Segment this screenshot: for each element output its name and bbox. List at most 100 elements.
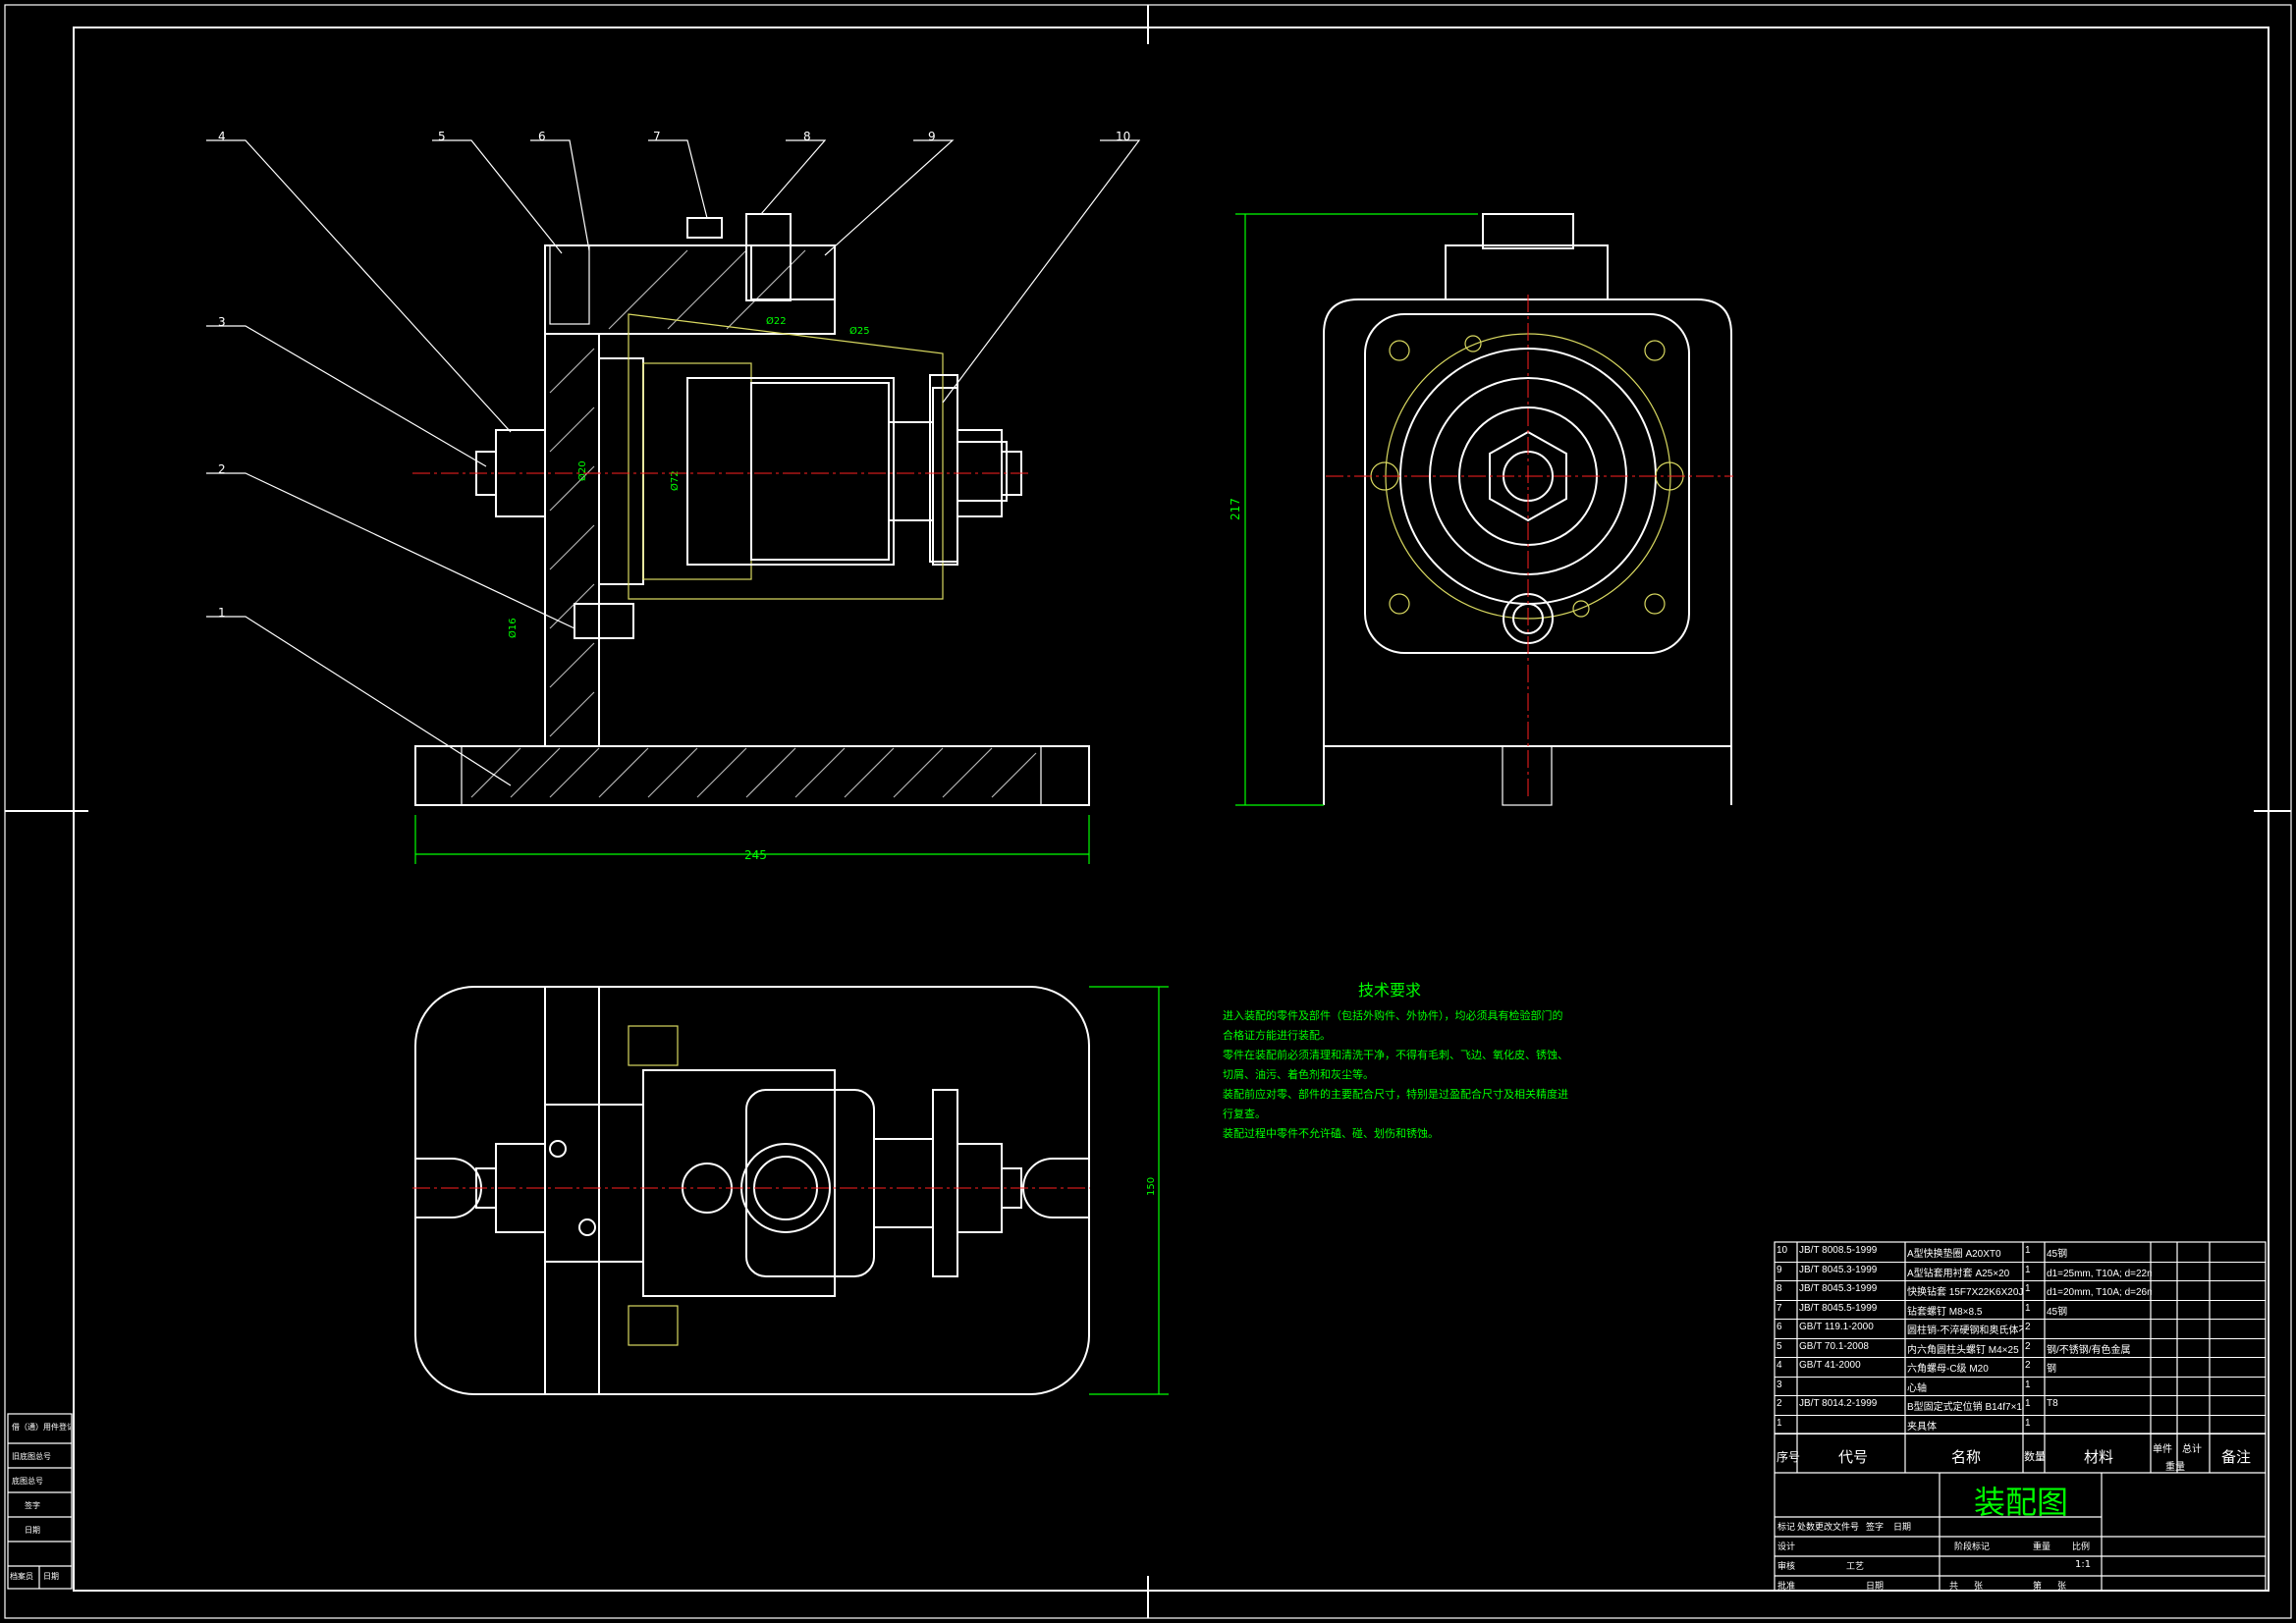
front-width-dim: 245 — [744, 848, 767, 862]
title-block-label: 第 — [2033, 1582, 2043, 1592]
bom-row: 7 JB/T 8045.5-1999 钻套螺钉 M8×8.5 1 45钢 — [1775, 1300, 2266, 1320]
bom-cell: JB/T 8014.2-1999 — [1799, 1398, 1878, 1409]
title-block-label: 张 — [1974, 1582, 1984, 1592]
left-strip-label: 日期 — [43, 1572, 59, 1581]
bom-row: 5 GB/T 70.1-2008 内六角圆柱头螺钉 M4×25 2 钢/不锈钢/有色金属 — [1775, 1338, 2266, 1358]
bom-cell: 圆柱销-不淬硬钢和奥氏体不锈钢 4X20 — [1907, 1325, 2023, 1336]
bom-cell: GB/T 41-2000 — [1799, 1360, 1861, 1371]
title-block-label: 处数 — [1797, 1523, 1816, 1533]
title-block-label: 日期 — [1866, 1582, 1885, 1592]
dim-d5: Ø16 — [507, 618, 519, 638]
left-strip-label: 借（通）用件登记 — [12, 1423, 71, 1432]
bom-cell: 夹具体 — [1907, 1421, 1937, 1433]
left-strip — [7, 1413, 73, 1590]
top-view: 150 — [412, 986, 1169, 1395]
tech-req-title: 技术要求 — [1357, 981, 1421, 1000]
bom-cell: JB/T 8045.5-1999 — [1799, 1302, 1878, 1314]
bom-cell: 六角螺母-C级 M20 — [1907, 1364, 1989, 1375]
bom-row: 8 JB/T 8045.3-1999 快换钻套 15F7X22K6X20JB/T80… — [1775, 1280, 2266, 1301]
bom-cell: B型固定式定位销 B14f7×14 — [1907, 1402, 2023, 1413]
balloon-10: 10 — [1116, 130, 1130, 143]
bom-row: 6 GB/T 119.1-2000 圆柱销-不淬硬钢和奥氏体不锈钢 4X202 — [1775, 1319, 2266, 1339]
balloon-leaders — [206, 139, 1141, 786]
bom-cell: A型钻套用衬套 A25×20 — [1907, 1268, 2010, 1279]
balloon-1: 1 — [218, 606, 226, 620]
bom-cell: 2 — [2025, 1322, 2031, 1332]
dim-d1: Ø20 — [576, 460, 588, 481]
bom-cell: 8 — [1777, 1283, 1782, 1294]
bom-cell: 2 — [1777, 1398, 1782, 1409]
title-block-label: 签字 — [1866, 1523, 1885, 1533]
bom-header-unit: 单件 — [2153, 1444, 2172, 1455]
balloon-3: 3 — [218, 315, 226, 329]
left-strip-label: 日期 — [25, 1526, 40, 1535]
bom-cell: 5 — [1777, 1340, 1782, 1352]
title-block-label: 批准 — [1777, 1582, 1796, 1592]
dim-d2: Ø22 — [766, 315, 787, 327]
tech-requirements: 技术要求 进入装配的零件及部件（包括外购件、外协件），均必须具有检验部门的 合格… — [1223, 977, 1568, 1144]
top-height-dim: 150 — [1146, 1177, 1157, 1196]
left-strip-label: 签字 — [25, 1501, 40, 1510]
tech-req-line: 合格证方能进行装配。 — [1223, 1029, 1331, 1042]
tech-req-line: 装配过程中零件不允许磕、碰、划伤和锈蚀。 — [1223, 1127, 1439, 1140]
bom-cell: 心轴 — [1907, 1382, 1927, 1394]
tech-req-line: 行复查。 — [1223, 1108, 1266, 1120]
bom-header-weight: 重量 — [2165, 1462, 2185, 1473]
balloon-5: 5 — [438, 130, 446, 143]
bom-cell: 2 — [2025, 1360, 2031, 1371]
dim-d4: Ø72 — [669, 470, 681, 491]
drawing-scale: 1:1 — [2075, 1559, 2092, 1570]
bom-cell: A型快换垫圈 A20XT0 — [1907, 1249, 2001, 1260]
bom-cell: 内六角圆柱头螺钉 M4×25 — [1907, 1344, 2019, 1356]
title-block-label: 比例 — [2072, 1542, 2091, 1552]
bom-cell: 45钢 — [2047, 1249, 2068, 1260]
bom-cell: GB/T 119.1-2000 — [1799, 1322, 1874, 1332]
balloon-4: 4 — [218, 130, 226, 143]
bom-header-code: 代号 — [1838, 1448, 1869, 1466]
balloon-9: 9 — [928, 130, 936, 143]
title-block-label: 日期 — [1893, 1523, 1912, 1533]
bom-cell: 7 — [1777, 1302, 1782, 1314]
side-view: 217 — [1229, 213, 1733, 806]
bom-cell: 1 — [2025, 1379, 2031, 1390]
bom-cell: 10 — [1777, 1245, 1788, 1256]
left-strip-label: 档案员 — [10, 1572, 33, 1581]
bom-cell: 钻套螺钉 M8×8.5 — [1907, 1306, 1983, 1318]
bom-header: 序号 代号 名称 数量 材料 单件 总计 重量 备注 — [1775, 1438, 2266, 1473]
bom-cell: 9 — [1777, 1264, 1782, 1275]
title-block-label: 更改文件号 — [1815, 1523, 1860, 1533]
bom-cell: 6 — [1777, 1322, 1782, 1332]
bom-cell: 1 — [2025, 1398, 2031, 1409]
bom-cell: T8 — [2047, 1398, 2058, 1409]
bom-cell: d1=25mm, T10A; d=22mm, 20钢 — [2047, 1268, 2152, 1279]
bom-cell: 1 — [1777, 1417, 1782, 1429]
bom-cell: 45钢 — [2047, 1306, 2068, 1318]
bom-cell: 钢 — [2047, 1364, 2056, 1375]
bom-cell: JB/T 8045.3-1999 — [1799, 1283, 1878, 1294]
bom-cell: 钢/不锈钢/有色金属 — [2047, 1344, 2131, 1356]
title-block-label: 标记 — [1777, 1523, 1796, 1533]
bom-cell: 1 — [2025, 1283, 2031, 1294]
bom-cell: 1 — [2025, 1417, 2031, 1429]
title-block-label: 重量 — [2033, 1542, 2051, 1552]
title-block-label: 工艺 — [1846, 1562, 1865, 1572]
bom-cell: 1 — [2025, 1245, 2031, 1256]
side-height-dim: 217 — [1229, 498, 1242, 520]
bom-cell: JB/T 8045.3-1999 — [1799, 1264, 1878, 1275]
bom-header-material: 材料 — [2084, 1448, 2114, 1466]
bom-cell: 1 — [2025, 1302, 2031, 1314]
bom-header-qty: 数量 — [2024, 1450, 2046, 1463]
bom-header-name: 名称 — [1951, 1448, 1982, 1466]
bom-cell: GB/T 70.1-2008 — [1799, 1340, 1869, 1352]
left-strip-label: 底图总号 — [12, 1477, 43, 1486]
title-block-label: 共 — [1949, 1582, 1959, 1592]
tech-req-line: 装配前应对零、部件的主要配合尺寸，特别是过盈配合尺寸及相关精度进 — [1223, 1088, 1568, 1101]
balloon-6: 6 — [538, 130, 546, 143]
bom-cell: 3 — [1777, 1379, 1782, 1390]
bom-cell: 2 — [2025, 1340, 2031, 1352]
